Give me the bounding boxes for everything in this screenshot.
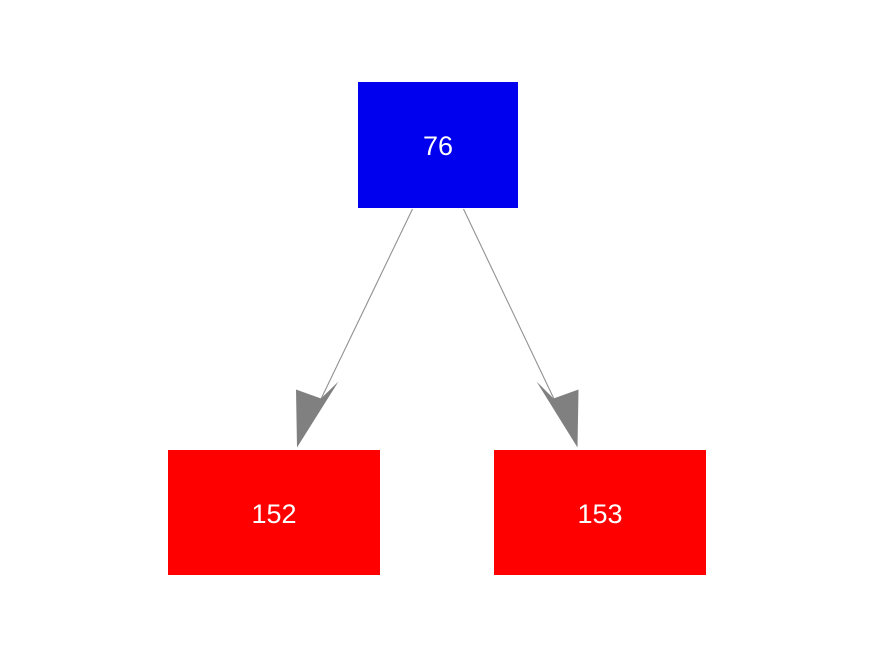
node-153-rect	[494, 450, 706, 575]
node-152-label: 152	[251, 499, 296, 529]
node-76-rect	[358, 82, 518, 208]
edge-76-to-153[interactable]	[463, 208, 579, 448]
node-152-rect	[168, 450, 380, 575]
node-76[interactable]: 76	[358, 82, 518, 208]
node-153[interactable]: 153	[494, 450, 706, 575]
node-153-label: 153	[577, 499, 622, 529]
edge-line	[320, 208, 413, 401]
node-152[interactable]: 152	[168, 450, 380, 575]
node-76-label: 76	[423, 131, 453, 161]
edge-line	[463, 208, 555, 401]
edge-76-to-152[interactable]	[296, 208, 413, 448]
arrowhead-icon	[536, 381, 579, 448]
arrowhead-icon	[296, 381, 339, 448]
